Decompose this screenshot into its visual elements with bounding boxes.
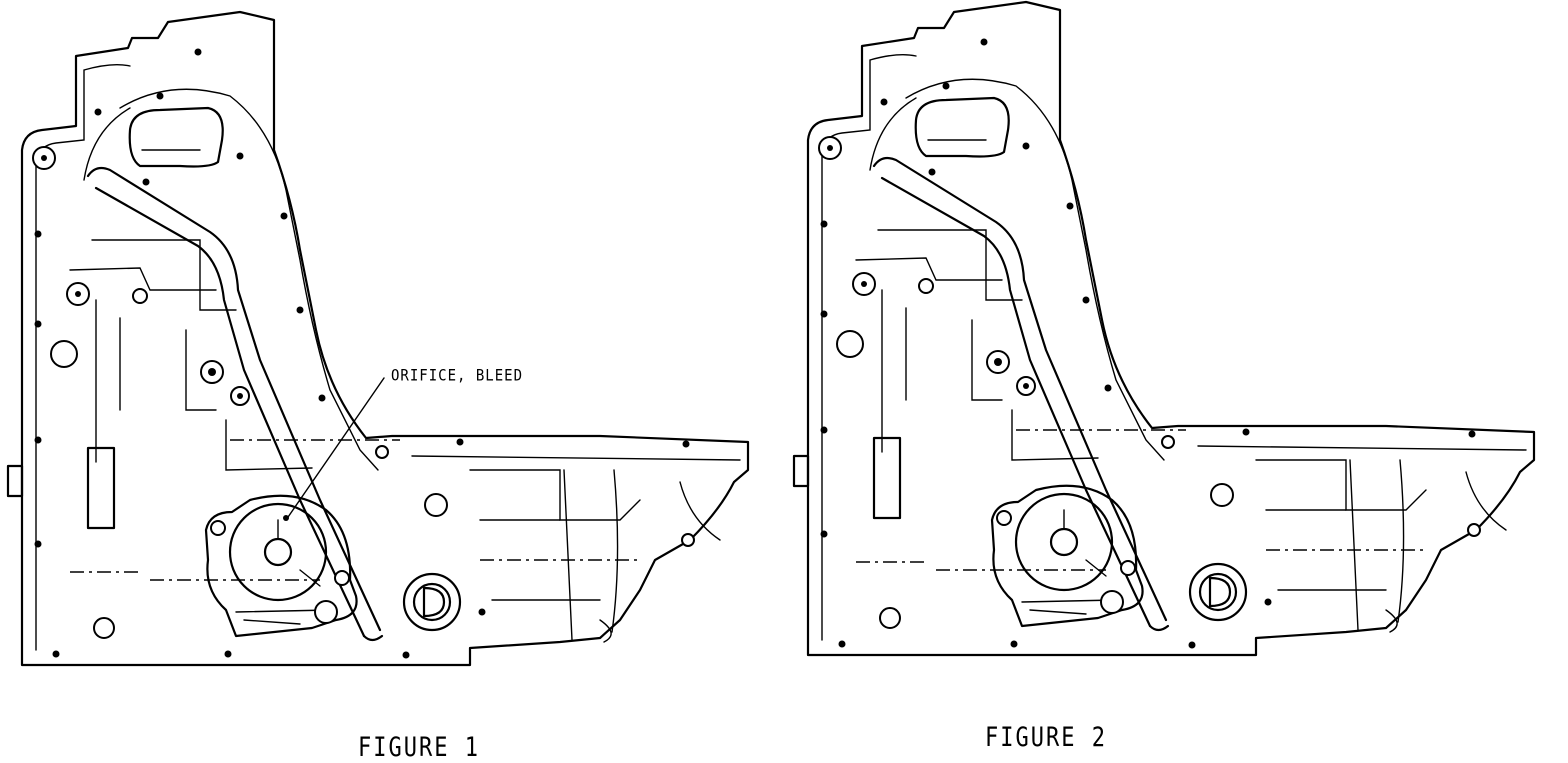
figure-1-drawing <box>6 10 750 667</box>
orifice-bleed-leader-line <box>285 377 385 521</box>
figure-1-caption: FIGURE 1 <box>358 733 480 763</box>
figure-2-drawing <box>792 0 1536 657</box>
figure-2-caption: FIGURE 2 <box>985 723 1107 753</box>
orifice-bleed-callout: ORIFICE, BLEED <box>391 366 524 386</box>
orifice-bleed-marker <box>283 515 289 521</box>
